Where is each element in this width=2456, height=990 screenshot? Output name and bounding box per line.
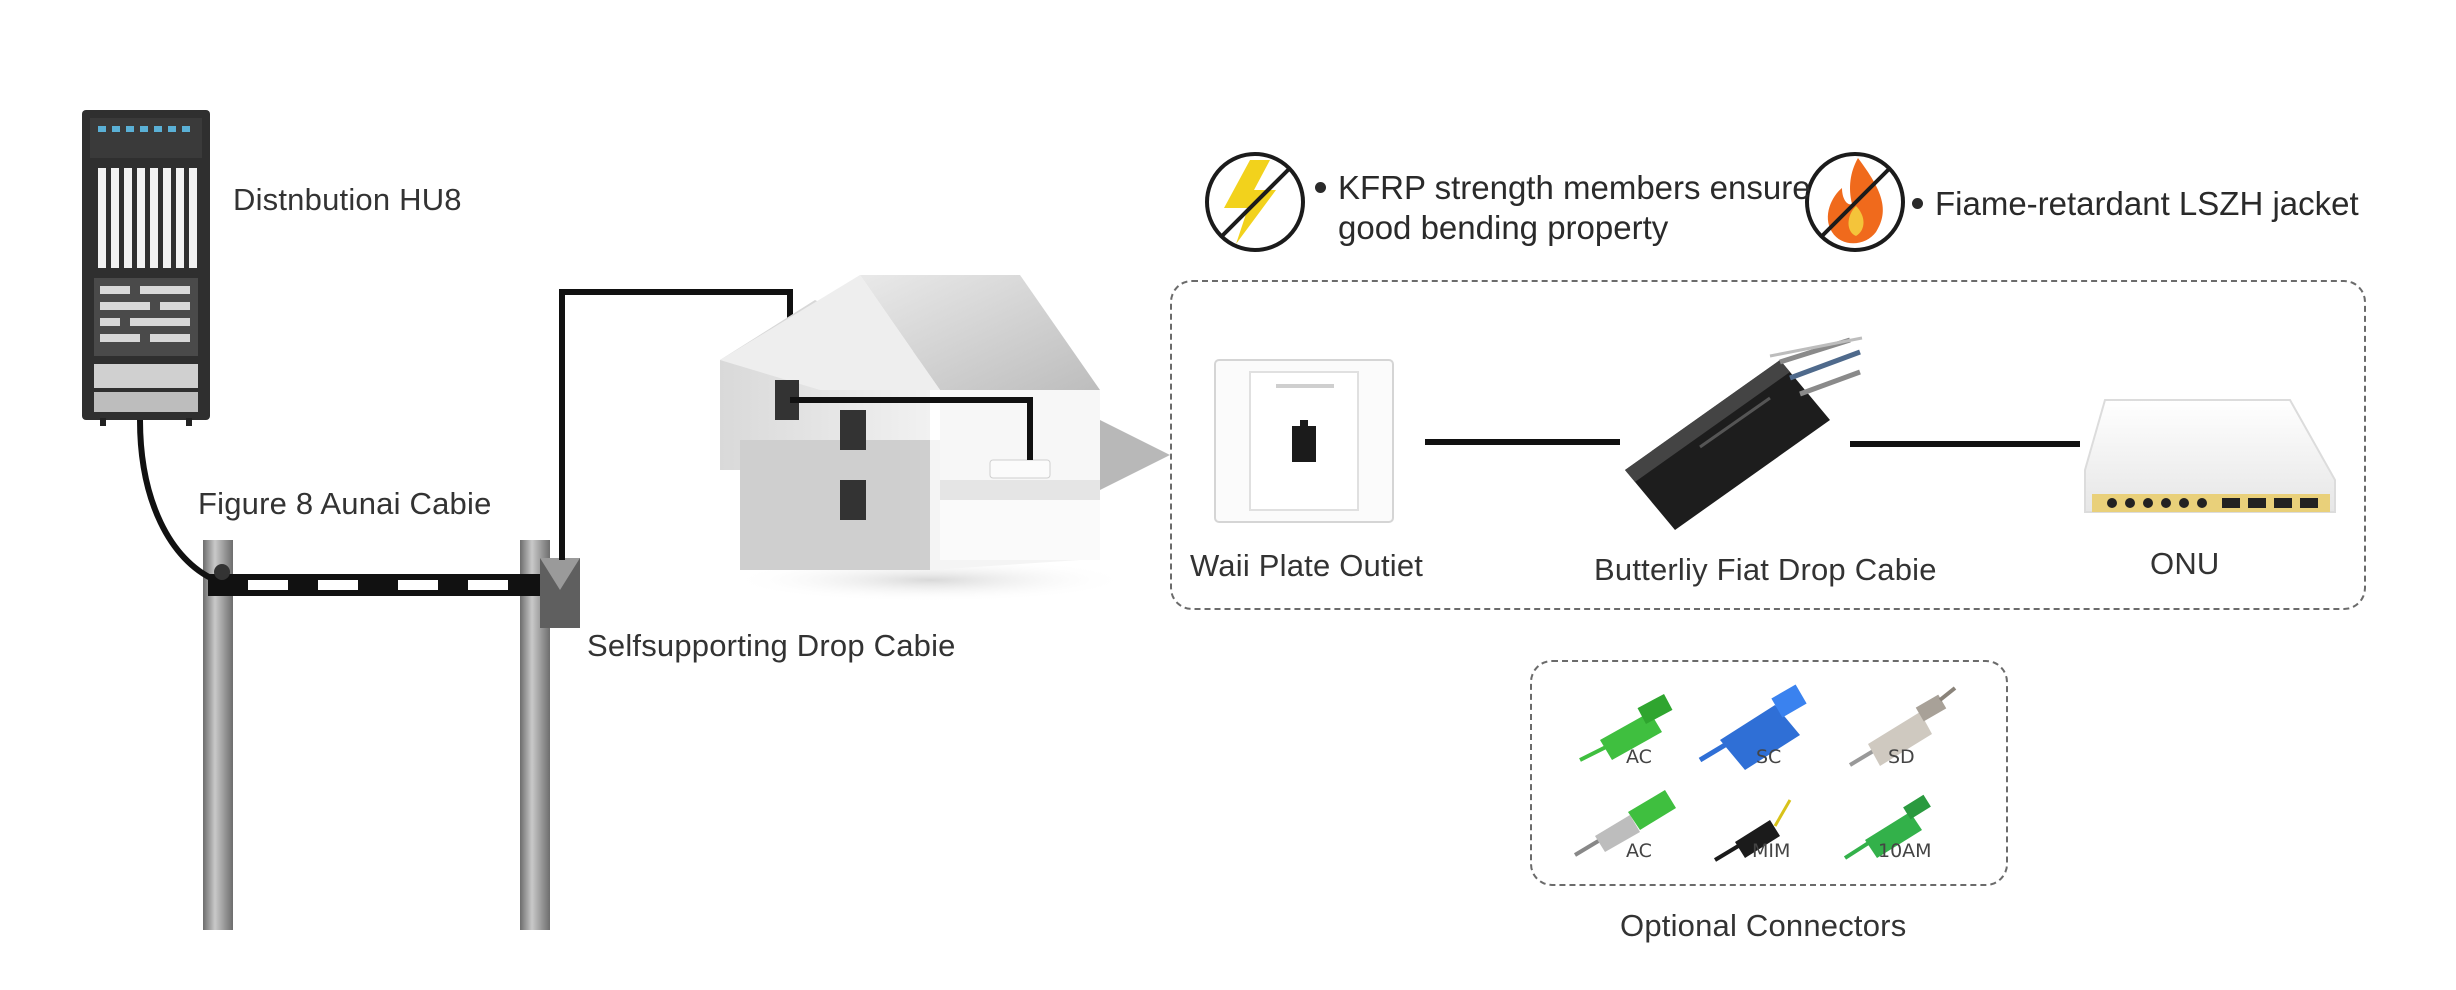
- components-box: [1170, 280, 2366, 610]
- feature-kfrp-line1: KFRP strength members ensure: [1338, 169, 1811, 206]
- lc-connector-icon: [1579, 694, 1673, 762]
- connector-label-3: SD: [1888, 746, 1915, 768]
- bullet-dot: [1315, 181, 1326, 193]
- st-connector-icon: [1848, 686, 1957, 767]
- feature-lszh-line1: Fiame-retardant LSZH jacket: [1935, 185, 2359, 222]
- figure8-cable-label: Figure 8 Aunai Cabie: [198, 486, 492, 521]
- wall-plate-label: Waii Plate Outiet: [1190, 548, 1424, 583]
- arrow-icon: [1100, 420, 1170, 490]
- feature-kfrp: KFRP strength members ensure good bendin…: [1315, 168, 1811, 248]
- mtrj-connector-icon: [1713, 799, 1792, 862]
- house-icon: [720, 275, 1130, 602]
- fc-connector-icon: [1573, 790, 1676, 857]
- connector-glyphs: [1573, 684, 1957, 862]
- bullet-dot: [1912, 197, 1923, 209]
- butterfly-drop-cable-icon: [1625, 336, 1863, 530]
- self-supporting-cable-label: Selfsupporting Drop Cabie: [587, 628, 956, 663]
- onu-device-icon: [2084, 399, 2336, 513]
- connector-label-6: 10AM: [1878, 840, 1932, 862]
- distribution-hub-icon: [82, 110, 210, 426]
- figure8-aerial-cable: [208, 564, 548, 596]
- drop-clamp-icon: [540, 558, 580, 628]
- utility-pole-left: [203, 540, 233, 930]
- connector-label-1: AC: [1626, 746, 1652, 768]
- feature-kfrp-line2: good bending property: [1338, 209, 1669, 246]
- connector-label-5: MIM: [1752, 840, 1791, 862]
- butterfly-cable-label: Butterliy Fiat Drop Cabie: [1594, 552, 1937, 587]
- optional-connectors-box: [1530, 660, 2008, 886]
- sc-connector-icon: [1698, 684, 1807, 770]
- wall-plate-outlet-icon: [1214, 359, 1394, 523]
- connector-label-4: AC: [1626, 840, 1652, 862]
- lc-green-connector-icon: [1843, 794, 1931, 860]
- connector-label-2: SC: [1756, 746, 1782, 768]
- onu-label: ONU: [2150, 546, 2220, 581]
- flame-icon: [1805, 152, 1905, 252]
- distribution-hub-label: Distnbution HU8: [233, 182, 462, 217]
- lightning-icon: [1205, 152, 1305, 252]
- optional-connectors-label: Optional Connectors: [1620, 908, 1907, 943]
- feature-lszh: Fiame-retardant LSZH jacket: [1912, 184, 2359, 224]
- indoor-cable: [790, 397, 1033, 460]
- hub-drop-cable: [137, 419, 217, 583]
